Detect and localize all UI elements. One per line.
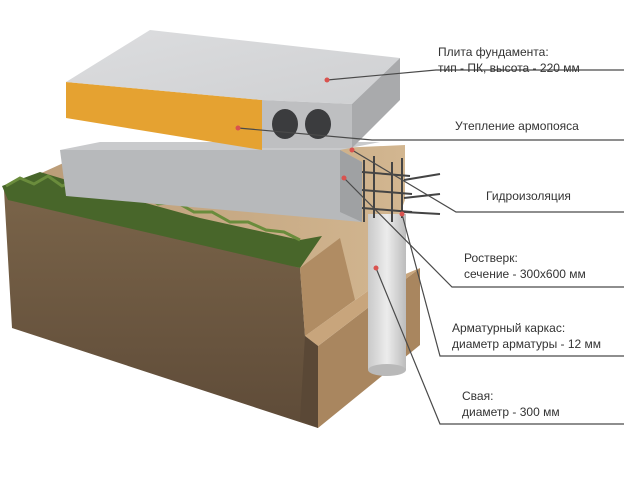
grillage-beam <box>60 142 380 222</box>
label-slab-line1: Плита фундамента: <box>438 45 549 59</box>
rebar-cage <box>361 156 441 222</box>
leader-grillage <box>343 177 624 288</box>
label-pile: Свая: диаметр - 300 мм <box>462 388 560 420</box>
slab-core <box>272 109 298 139</box>
leader-pile <box>375 267 624 425</box>
leader-lines <box>237 69 624 425</box>
label-grillage: Ростверк: сечение - 300х600 мм <box>464 250 586 282</box>
pile <box>368 214 406 376</box>
soil-cut-face <box>300 238 355 336</box>
label-insulation: Утепление армопояса <box>455 118 579 134</box>
label-rebar-cage: Арматурный каркас: диаметр арматуры - 12… <box>452 320 601 352</box>
leader-rebar <box>401 213 624 357</box>
leader-waterproofing <box>351 149 624 213</box>
label-pile-line2: диаметр - 300 мм <box>462 405 560 419</box>
marker-dots <box>235 77 405 271</box>
label-waterproofing: Гидроизоляция <box>486 188 571 204</box>
label-waterproofing-line1: Гидроизоляция <box>486 189 571 203</box>
slab-side <box>352 58 400 148</box>
label-insulation-line1: Утепление армопояса <box>455 119 579 133</box>
soil-front-face <box>4 190 318 428</box>
leader-insulation <box>237 127 624 141</box>
label-grillage-line2: сечение - 300х600 мм <box>464 267 586 281</box>
label-rebar-line1: Арматурный каркас: <box>452 321 566 335</box>
label-slab: Плита фундамента: тип - ПК, высота - 220… <box>438 44 580 76</box>
label-rebar-line2: диаметр арматуры - 12 мм <box>452 337 602 351</box>
slab-core <box>305 109 331 139</box>
label-pile-line1: Свая: <box>462 389 494 403</box>
label-slab-line2: тип - ПК, высота - 220 мм <box>438 61 580 75</box>
soil-step-front <box>300 336 318 428</box>
slab <box>66 30 400 148</box>
slab-top <box>66 30 400 104</box>
label-grillage-line1: Ростверк: <box>464 251 518 265</box>
leader-slab <box>326 69 624 81</box>
